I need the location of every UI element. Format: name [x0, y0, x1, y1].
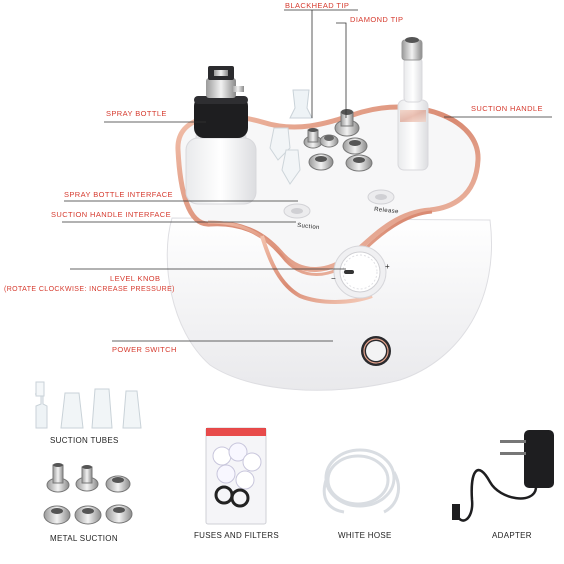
knob-plus-label: +: [385, 262, 391, 271]
caption-adapter: ADAPTER: [492, 531, 532, 540]
level-knob: [333, 245, 387, 299]
caption-fuses-filters: FUSES AND FILTERS: [194, 531, 279, 540]
plate-metal-tips: [303, 109, 373, 172]
callout-lines: [62, 9, 552, 342]
callout-spray-bottle-interface: SPRAY BOTTLE INTERFACE: [64, 190, 173, 199]
callout-blackhead-tip: BLACKHEAD TIP: [285, 1, 350, 10]
caption-white-hose: WHITE HOSE: [338, 531, 392, 540]
caption-metal-suction: METAL SUCTION: [50, 534, 118, 543]
release-interface: [367, 189, 395, 205]
metal-suction-heads: [43, 463, 133, 525]
callout-level-knob-note: (ROTATE CLOCKWISE: INCREASE PRESSURE): [4, 286, 175, 293]
callout-spray-bottle: SPRAY BOTTLE: [106, 109, 167, 118]
knob-minus-label: −: [331, 274, 337, 283]
white-hose: [322, 448, 400, 514]
callout-level-knob: LEVEL KNOB: [110, 274, 161, 283]
power-adapter: [452, 430, 554, 522]
blackhead-tip: [334, 109, 360, 137]
plate-suction-tubes: [269, 89, 313, 185]
fuses-filters-bag: [205, 427, 267, 525]
suction-tubes: [35, 381, 142, 429]
power-switch: [361, 336, 391, 366]
callout-diamond-tip: DIAMOND TIP: [350, 15, 404, 24]
callout-suction-handle-interface: SUCTION HANDLE INTERFACE: [51, 210, 172, 219]
spray-bottle-interface: [283, 203, 311, 219]
caption-suction-tubes: SUCTION TUBES: [50, 436, 119, 445]
callout-power-switch: POWER SWITCH: [112, 345, 177, 354]
suction-handle: [397, 37, 429, 171]
callout-suction-handle: SUCTION HANDLE: [471, 104, 543, 113]
spray-bottle: [185, 66, 257, 205]
